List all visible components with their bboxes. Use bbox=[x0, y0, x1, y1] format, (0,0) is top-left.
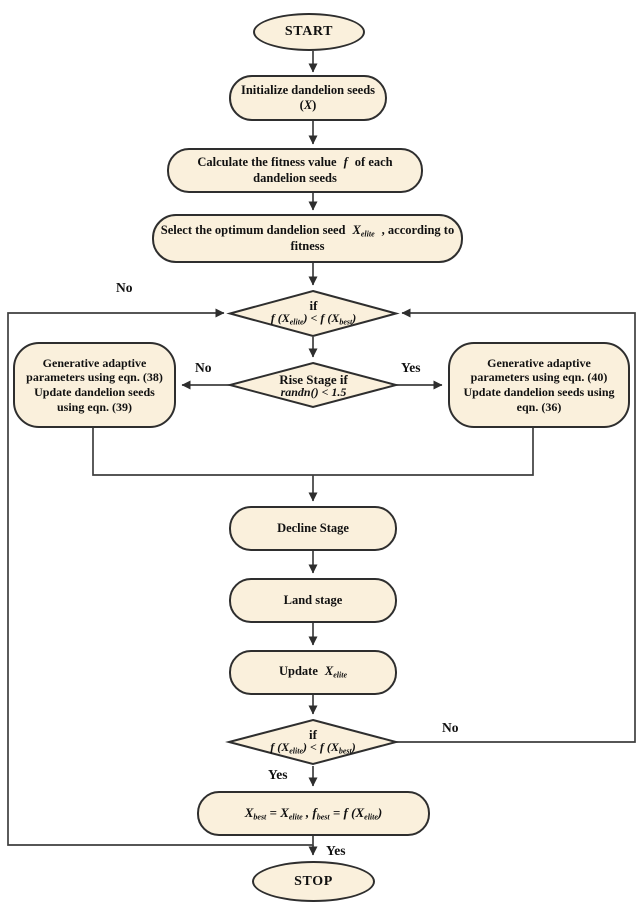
decline-label: Decline Stage bbox=[277, 520, 349, 535]
rise-no-box-line: using eqn. (39) bbox=[56, 399, 133, 414]
loop-no-label: No bbox=[116, 280, 133, 295]
stop-yes-label: Yes bbox=[326, 843, 346, 858]
check2-formula: f (Xelite) < f (Xbest) bbox=[270, 740, 356, 756]
edge-assign-left-loop bbox=[7, 308, 314, 846]
assign-best-formula: Xbest = Xelite , fbest = f (Xelite) bbox=[244, 804, 383, 822]
start-label: START bbox=[284, 24, 334, 40]
calculate-line2: dandelion seeds bbox=[253, 170, 337, 185]
check1-decision-text: if f (Xelite) < f (Xbest) bbox=[230, 290, 397, 336]
rise-yes-box-line: eqn. (36) bbox=[516, 399, 562, 414]
check2-if: if bbox=[309, 727, 317, 743]
land-label: Land stage bbox=[283, 592, 343, 607]
rise-no-label: No bbox=[195, 360, 212, 375]
decision-rise-diamond bbox=[226, 361, 400, 409]
decline-stage-step: Decline Stage bbox=[229, 506, 397, 551]
select-line2: fitness bbox=[290, 238, 325, 253]
rise-decision-text: Rise Stage if randn() < 1.5 bbox=[230, 362, 397, 408]
check1-formula: f (Xelite) < f (Xbest) bbox=[270, 311, 357, 327]
rise-no-process-box: Generative adaptive parameters using eqn… bbox=[13, 342, 176, 428]
rise-condition: randn() < 1.5 bbox=[280, 384, 347, 399]
land-stage-step: Land stage bbox=[229, 578, 397, 623]
check2-decision-text: if f (Xelite) < f (Xbest) bbox=[229, 719, 397, 765]
check2-no-label: No bbox=[442, 720, 459, 735]
rise-line1: Rise Stage if bbox=[279, 371, 348, 387]
rise-no-box-line: parameters using eqn. (38) bbox=[26, 370, 163, 385]
check2-yes-label: Yes bbox=[268, 767, 288, 782]
assign-best-step: Xbest = Xelite , fbest = f (Xelite) bbox=[197, 791, 430, 836]
rise-yes-box-line: parameters using eqn. (40) bbox=[470, 370, 608, 385]
rise-yes-process-box: Generative adaptive parameters using eqn… bbox=[448, 342, 630, 428]
rise-yes-box-line: Update dandelion seeds using bbox=[463, 385, 615, 399]
rise-yes-box-line: Generative adaptive bbox=[487, 355, 591, 370]
initialize-line2: (X) bbox=[299, 98, 317, 112]
stop-label: STOP bbox=[294, 873, 333, 889]
edge-merge-bar bbox=[92, 428, 534, 476]
decision-check2-diamond bbox=[225, 718, 400, 766]
check1-if: if bbox=[309, 298, 318, 314]
initialize-line1: Initialize dandelion seeds bbox=[240, 82, 376, 97]
initialize-step: Initialize dandelion seeds (X) bbox=[229, 75, 387, 121]
rise-no-box-line: Update dandelion seeds bbox=[34, 385, 155, 399]
rise-yes-label: Yes bbox=[401, 360, 421, 375]
rise-no-box-line: Generative adaptive bbox=[42, 355, 147, 370]
decision-check1-diamond bbox=[226, 289, 400, 338]
start-terminal: START bbox=[253, 13, 365, 51]
edge-check2-no-loop bbox=[396, 308, 636, 743]
stop-terminal: STOP bbox=[252, 861, 375, 902]
